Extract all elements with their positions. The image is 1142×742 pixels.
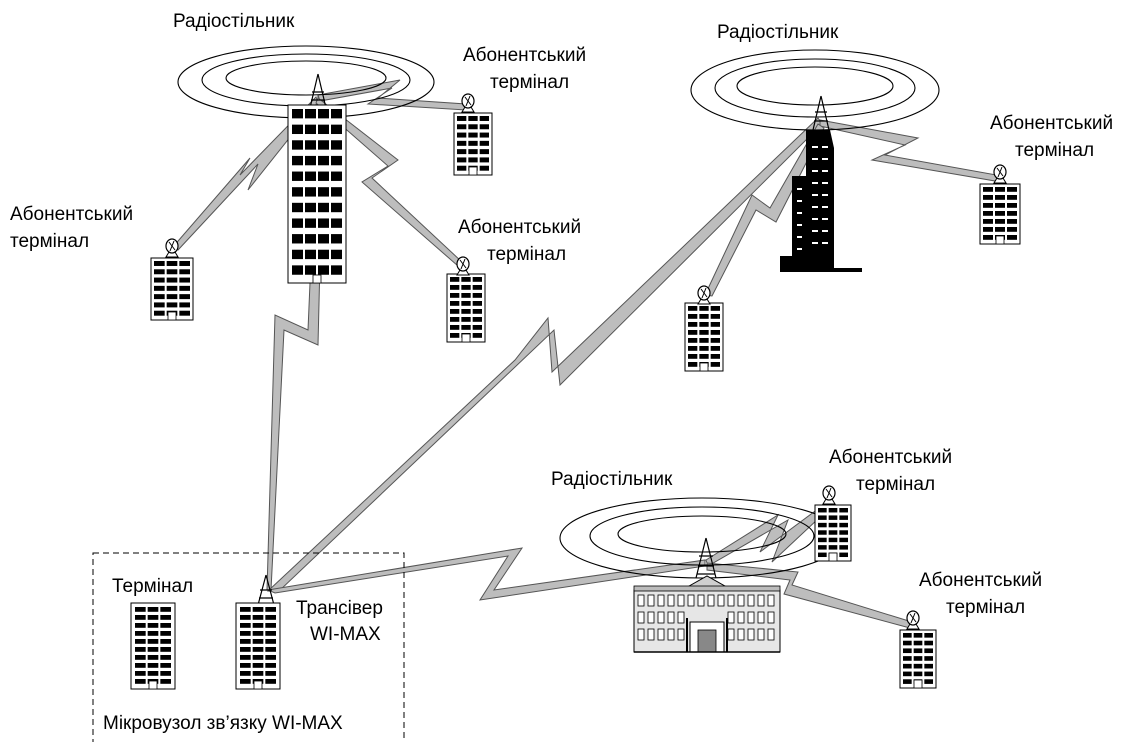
microhub-label: Мікровузол зв’язку WI-MAX [103, 713, 343, 734]
building-icon [453, 112, 493, 176]
transceiver-label: Трансівер [296, 598, 383, 619]
cell-label-top-left: Радіостільник [173, 11, 295, 32]
subscriber-label: термінал [487, 244, 566, 265]
cell-label-bottom: Радіостільник [551, 469, 673, 490]
subscriber-label: термінал [856, 474, 935, 495]
subscriber-label: Абонентський [990, 113, 1113, 134]
subscriber-label: Абонентський [829, 447, 952, 468]
subscriber-antenna-icon [697, 285, 711, 305]
building-icon [150, 257, 194, 321]
subscriber-label: Абонентський [463, 45, 586, 66]
transceiver-label: WI-MAX [310, 624, 381, 645]
radio-links [171, 79, 1003, 629]
building-icon [684, 302, 724, 372]
cell-rings-top-right [690, 49, 940, 131]
subscriber-antenna-icon [165, 238, 179, 258]
terminal-label: Термінал [112, 576, 193, 597]
building-icon [814, 504, 852, 562]
microhub-boundary [92, 552, 405, 742]
subscriber-antenna-icon [906, 610, 920, 630]
building-icon [446, 273, 486, 343]
link-hub-to-cell-top-right [266, 117, 823, 593]
subscriber-label: термінал [946, 597, 1025, 618]
subscriber-antenna-icon [822, 485, 836, 505]
subscriber-label: Абонентський [458, 217, 581, 238]
skyscraper-icon [780, 130, 862, 272]
building-icon [899, 629, 937, 689]
subscriber-label: термінал [490, 72, 569, 93]
link-cell-top-right-to-sub-right [819, 119, 1003, 183]
subscriber-antennas [165, 93, 1007, 630]
radio-tower-icon [695, 537, 717, 579]
subscriber-label: Абонентський [919, 570, 1042, 591]
buildings [130, 104, 1021, 690]
subscriber-antenna-icon [456, 256, 470, 276]
subscriber-label: термінал [10, 231, 89, 252]
subscriber-antenna-icon [993, 164, 1007, 184]
radio-tower-icon [309, 73, 327, 109]
administrative-building-icon [633, 575, 781, 653]
building-icon [979, 183, 1021, 245]
radio-tower-icon [812, 95, 830, 131]
cell-label-top-right: Радіостільник [717, 22, 839, 43]
building-icon [130, 602, 176, 690]
labels: Радіостільник Радіостільник Радіостільни… [10, 11, 1113, 734]
radio-tower-icon [257, 574, 275, 606]
building-icon [287, 104, 347, 284]
subscriber-label: термінал [1015, 140, 1094, 161]
subscriber-label: Абонентський [10, 204, 133, 225]
building-icon [235, 602, 281, 690]
subscriber-antenna-icon [461, 93, 475, 113]
